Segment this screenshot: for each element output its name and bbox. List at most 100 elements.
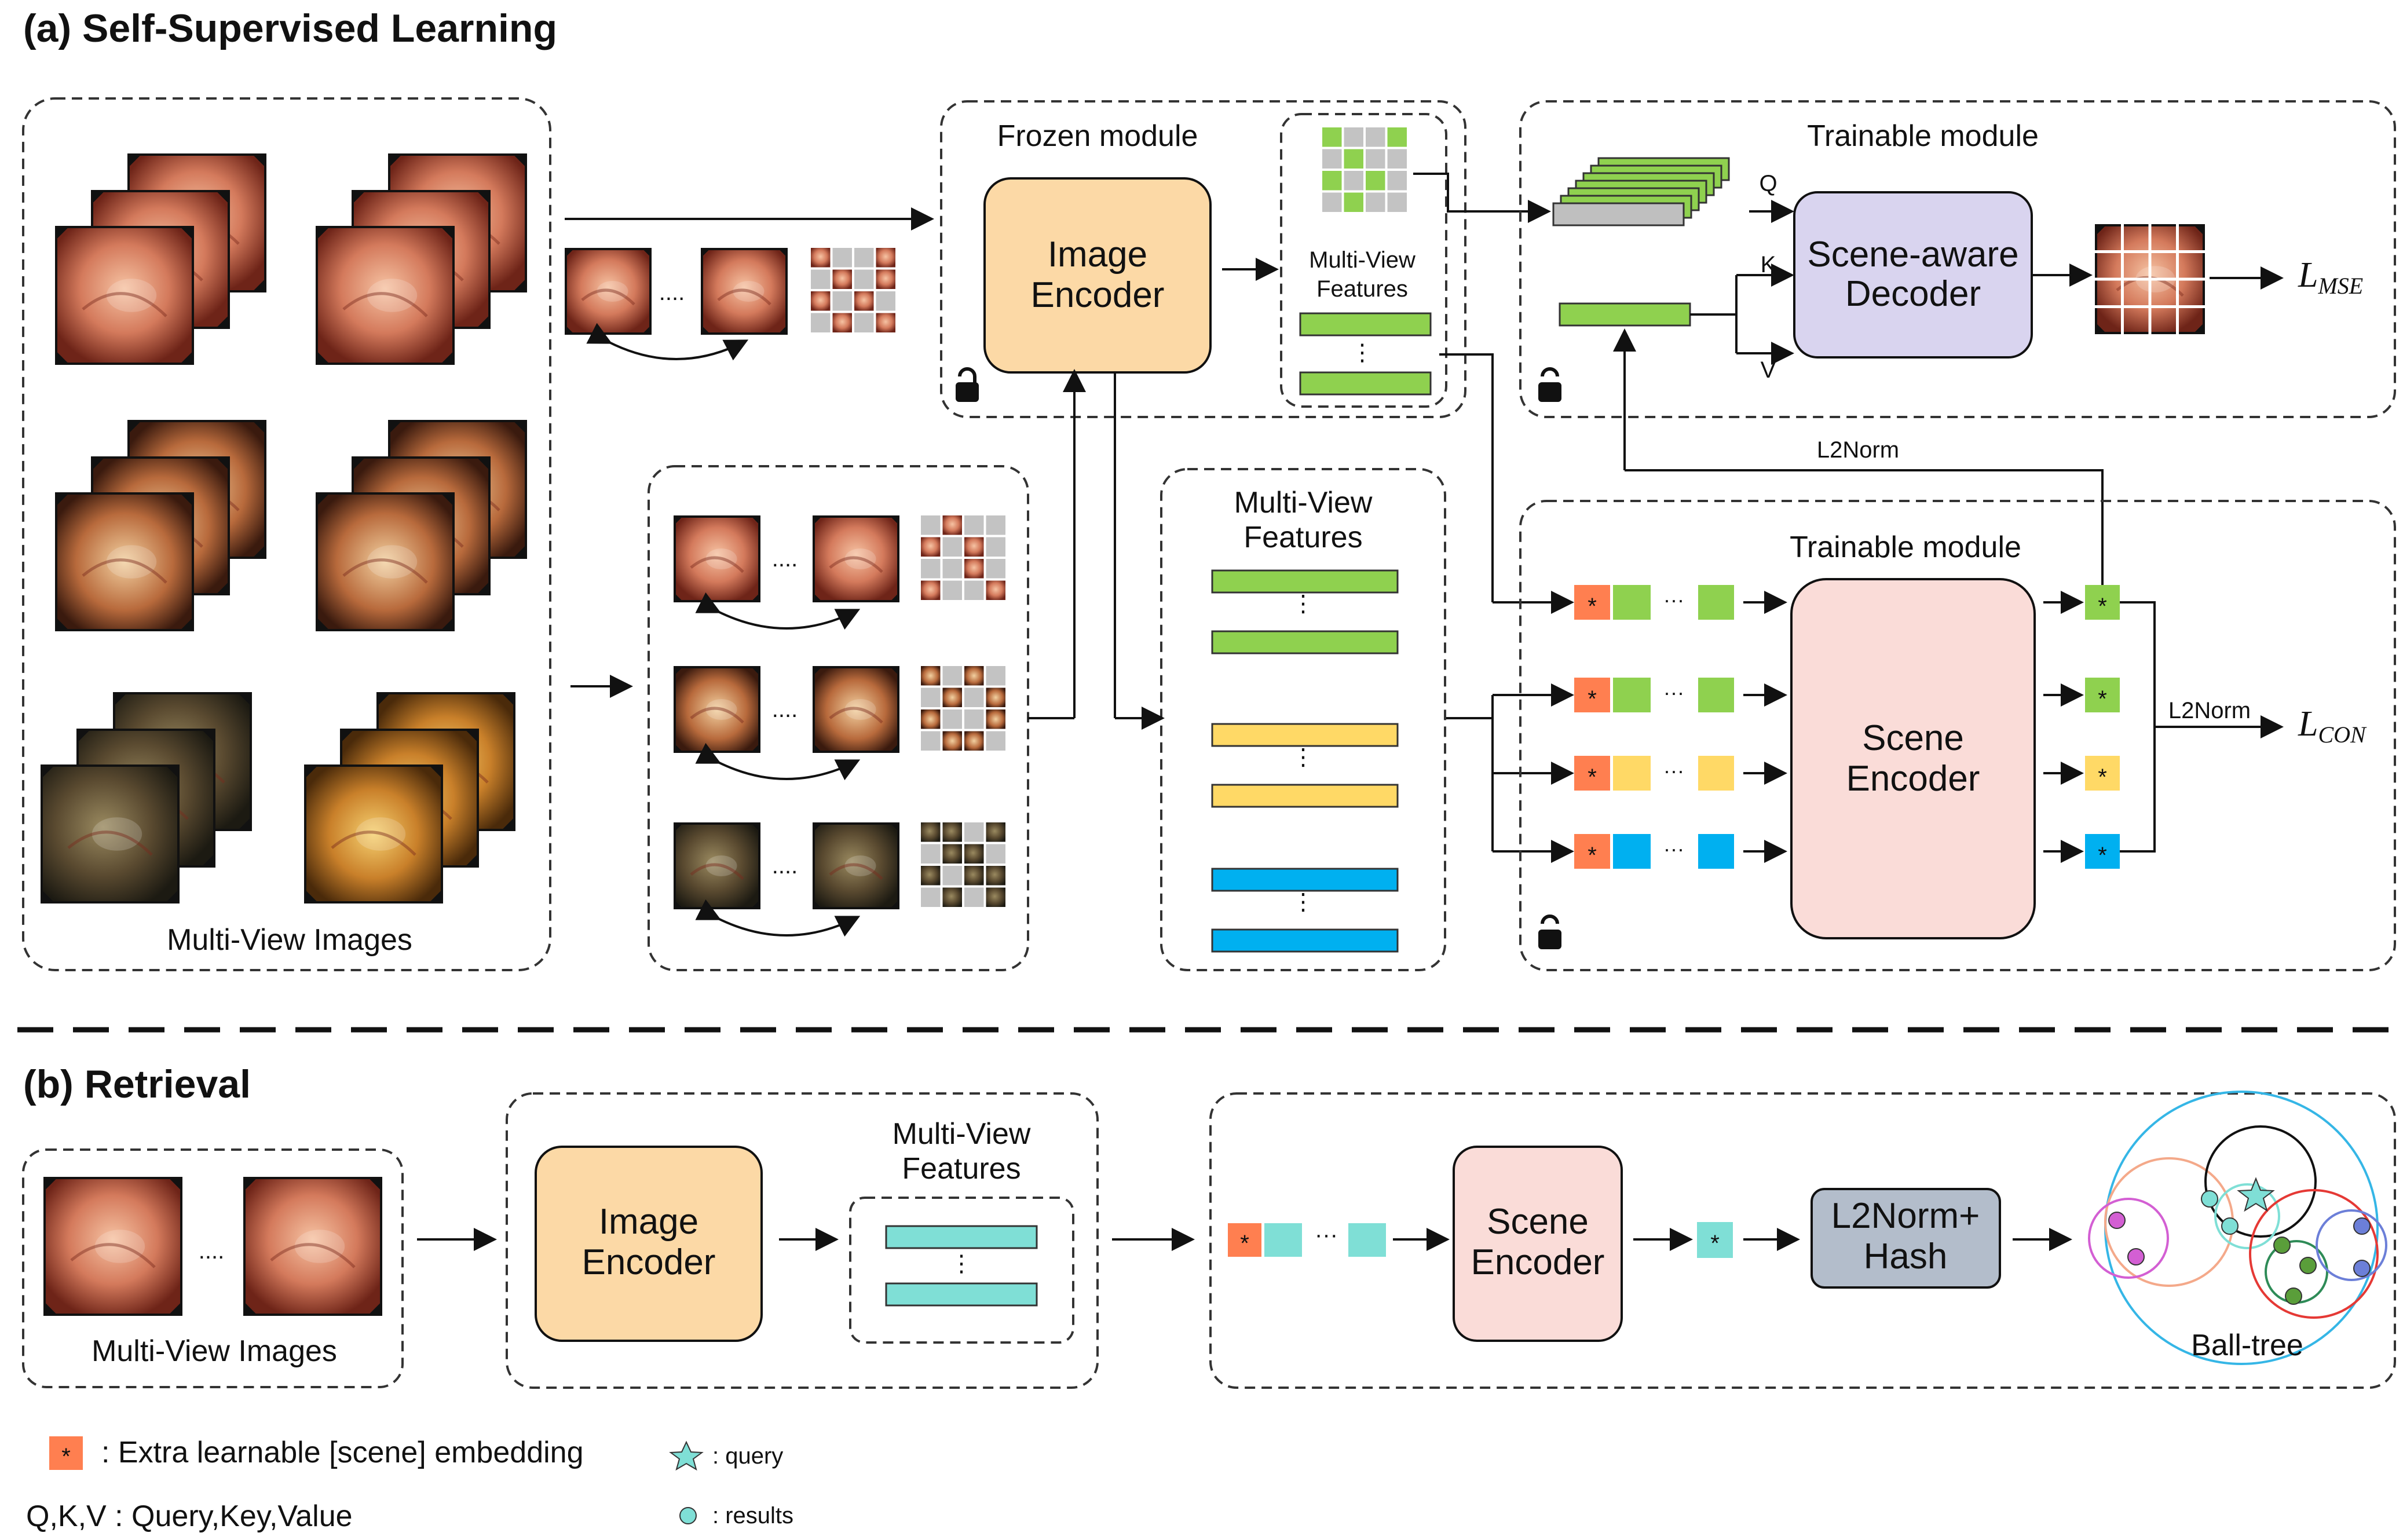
horizontal-ellipsis: ··· (1663, 837, 1684, 861)
loss-mse: LMSE (2298, 255, 2363, 299)
retrieval-scene-box (1209, 1092, 2396, 1389)
scene-embedding-token (1574, 678, 1610, 712)
connector-l2norm-feedback (1625, 469, 2104, 602)
decoder-label-line2: Decoder (1845, 274, 1981, 314)
unlock-icon (1538, 367, 1561, 402)
features-small-label-line1: Multi-View (1309, 247, 1416, 273)
scene-output-star: * (2098, 686, 2107, 712)
endoscopy-image (55, 492, 194, 631)
retrieval-image-encoder-line1: Image (599, 1202, 698, 1242)
scene-embedding-token (1574, 834, 1610, 869)
connector-outputs (2120, 601, 2156, 853)
unlock-icon (1538, 915, 1561, 949)
endoscopy-image (674, 515, 760, 602)
section-b-title: (b) Retrieval (23, 1062, 251, 1106)
horizontal-ellipsis: ··· (1663, 759, 1684, 782)
multi-view-images-label: Multi-View Images (167, 923, 412, 957)
mask-grid (811, 248, 895, 332)
retrieval-images-label: Multi-View Images (92, 1334, 337, 1368)
feature-bars: ⋮⋮⋮ (1211, 569, 1399, 953)
ball-tree-label: Ball-tree (2191, 1329, 2303, 1362)
horizontal-ellipsis: .... (772, 853, 798, 879)
retrieval-image-encoder-line2: Encoder (582, 1242, 716, 1282)
retrieval-feature-bar (885, 1225, 1038, 1249)
feature-token (1613, 834, 1651, 869)
trainable-module-top-box (1519, 100, 2396, 418)
mask-grid (921, 515, 1005, 600)
scene-output-tokens: **** (2043, 585, 2120, 869)
legend-scene-embedding-swatch (49, 1436, 83, 1470)
query-token (1552, 202, 1685, 226)
multi-view-images-box (22, 97, 551, 971)
top-view-pair: .... (565, 248, 895, 361)
legend-qkv: Q,K,V : Query,Key,Value (26, 1499, 353, 1533)
v-label: V (1761, 357, 1776, 383)
feature-bar (1299, 312, 1432, 336)
scene-embedding-token (1228, 1223, 1261, 1257)
endoscopy-image (813, 515, 899, 602)
endoscopy-image (243, 1177, 382, 1316)
ball-tree (2088, 1091, 2387, 1365)
scene-embedding-token (1574, 585, 1610, 620)
feature-token (1698, 834, 1734, 869)
retrieval-scene-encoder-box (1453, 1146, 1623, 1342)
feature-bar (1299, 371, 1432, 396)
retrieval-scene-encoder-line2: Encoder (1471, 1242, 1605, 1282)
scene-encoder-label-line1: Scene (1862, 718, 1964, 758)
retrieval-image-encoder-box (535, 1146, 763, 1342)
vertical-ellipsis: ⋮ (950, 1251, 973, 1276)
feature-token (1613, 756, 1651, 791)
endoscopy-image (316, 492, 455, 631)
endoscopy-image (565, 248, 652, 335)
scene-output-token (2085, 834, 2120, 869)
vertical-ellipsis: ⋮ (1292, 591, 1315, 617)
scene-token-star: * (1588, 686, 1597, 712)
features-small-label-line2: Features (1316, 276, 1408, 302)
legend-star: * (61, 1444, 71, 1469)
endoscopy-image (813, 666, 899, 753)
swap-arc (586, 323, 749, 361)
retrieval-images (43, 1177, 382, 1316)
l2norm-top-label: L2Norm (1817, 437, 1899, 463)
endoscopy-image (316, 226, 455, 365)
scene-token-rows: *···*···*···*··· (1574, 585, 1787, 869)
feature-bar (1211, 630, 1399, 654)
feature-token (1698, 756, 1734, 791)
horizontal-ellipsis: .... (199, 1238, 224, 1264)
lock-icon (956, 367, 979, 402)
horizontal-ellipsis: .... (772, 546, 798, 572)
retrieval-features-line1: Multi-View (893, 1117, 1031, 1151)
feature-bar (1211, 723, 1399, 747)
scene-token-star: * (1588, 594, 1597, 619)
feature-token (1348, 1223, 1386, 1257)
view-pairs: ............ (674, 515, 1005, 937)
decoder-label-line1: Scene-aware (1807, 235, 2018, 275)
mask-grid (921, 822, 1005, 907)
feature-bar (1211, 868, 1399, 892)
q-label: Q (1759, 171, 1777, 196)
section-a-title: (a) Self-Supervised Learning (23, 6, 557, 50)
feature-token (1613, 585, 1651, 620)
scene-encoder-label-line2: Encoder (1846, 759, 1980, 799)
scene-token-star: * (1588, 764, 1597, 790)
scene-output-star: * (2098, 764, 2107, 790)
scene-feature-bar (1559, 302, 1691, 327)
mask-grid (1322, 127, 1407, 212)
multi-view-features-box (1160, 468, 1446, 971)
multi-view-features-label-line2: Features (1243, 521, 1362, 554)
swap-arc (695, 899, 861, 937)
horizontal-ellipsis: ··· (1663, 588, 1684, 612)
features-small-box (1280, 113, 1447, 408)
trainable-module-bottom-label: Trainable module (1790, 531, 2021, 564)
feature-bar (1211, 928, 1399, 953)
retrieval-features-box (849, 1197, 1074, 1344)
feature-token (1698, 678, 1734, 712)
retrieval-images-box (22, 1148, 404, 1388)
retrieval-encoder-box (506, 1092, 1099, 1389)
mask-grid (921, 666, 1005, 751)
endoscopy-image-stacks (41, 153, 527, 903)
vertical-ellipsis: ⋮ (1351, 340, 1374, 365)
scene-output-token (2085, 678, 2120, 712)
